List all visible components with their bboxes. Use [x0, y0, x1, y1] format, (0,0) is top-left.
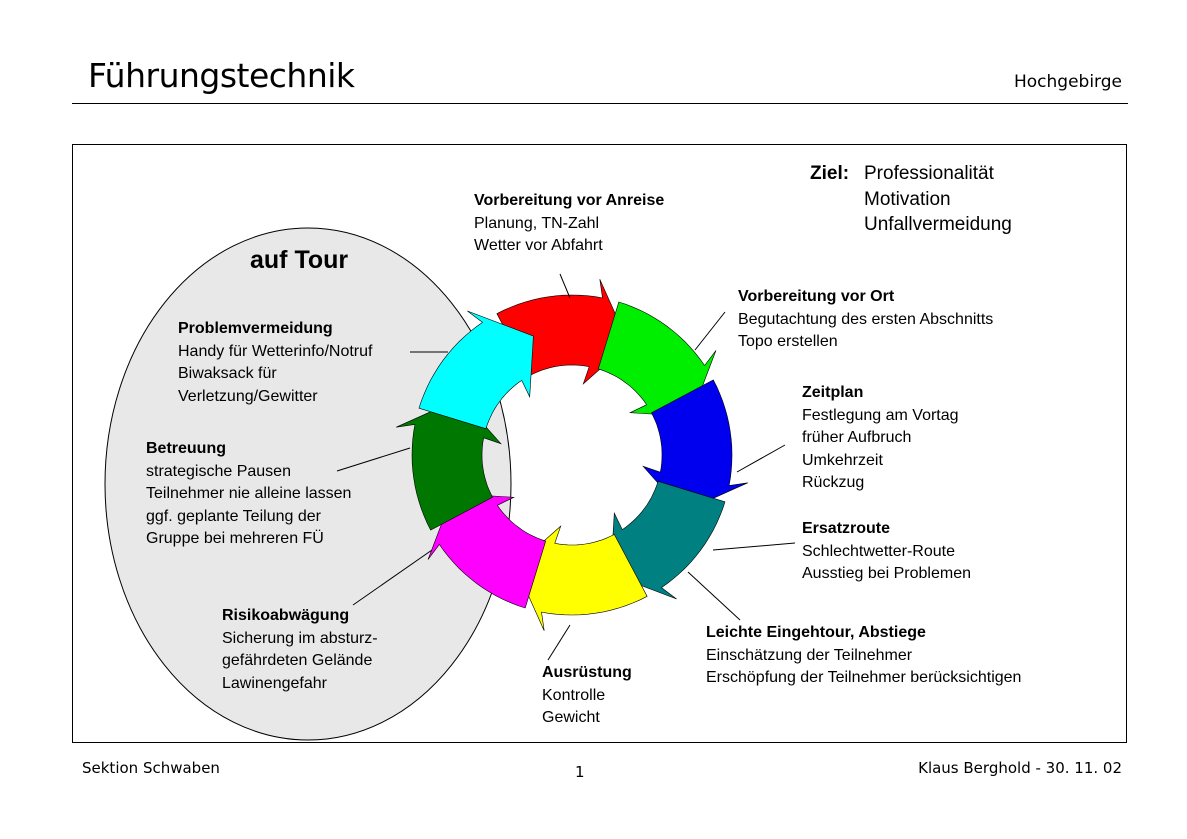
- block-line: Wetter vor Abfahrt: [474, 237, 603, 254]
- block-vorbereitung-anreise: Vorbereitung vor Anreise Planung, TN-Zah…: [474, 190, 664, 258]
- page-title: Führungstechnik: [88, 56, 355, 95]
- block-heading: Ausrüstung: [542, 664, 632, 681]
- block-line: Umkehrzeit: [802, 451, 883, 469]
- cycle-arrow-cyan: [418, 310, 534, 430]
- goal-item: Unfallvermeidung: [864, 214, 1012, 235]
- block-heading: Risikoabwägung: [222, 607, 350, 624]
- leader-zeitplan: [736, 444, 786, 473]
- auf-tour-ellipse: [104, 227, 512, 741]
- block-line: Handy für Wetterinfo/Notruf: [178, 342, 373, 360]
- block-line: ggf. geplante Teilung der: [146, 507, 321, 525]
- leader-lines: [336, 273, 796, 661]
- leader-betreuung: [336, 447, 411, 472]
- block-heading: Leichte Eingehtour, Abstiege: [706, 624, 926, 641]
- block-line: Einschätzung der Teilnehmer: [706, 646, 913, 664]
- leader-ausruestung: [547, 624, 571, 661]
- block-line: Gruppe bei mehreren FÜ: [146, 530, 324, 547]
- block-vorbereitung-ort: Vorbereitung vor Ort Begutachtung des er…: [738, 286, 993, 354]
- block-problemvermeidung: Problemvermeidung Handy für Wetterinfo/N…: [178, 318, 372, 408]
- footer-left: Sektion Schwaben: [82, 759, 220, 777]
- block-heading: Ersatzroute: [802, 520, 891, 537]
- block-zeitplan: Zeitplan Festlegung am Vortag früher Auf…: [802, 382, 959, 495]
- block-ausruestung: Ausrüstung Kontrolle Gewicht: [542, 662, 632, 730]
- block-line: Verletzung/Gewitter: [178, 387, 318, 405]
- footer-right: Klaus Berghold - 30. 11. 02: [918, 759, 1122, 777]
- block-heading: Zeitplan: [802, 384, 864, 401]
- leader-ersatzroute: [712, 542, 796, 551]
- diagram-frame: [72, 144, 1127, 743]
- block-line: Ausstieg bei Problemen: [802, 565, 971, 582]
- block-heading: Betreuung: [146, 440, 226, 457]
- block-ersatzroute: Ersatzroute Schlechtwetter-Route Ausstie…: [802, 518, 971, 586]
- block-line: Kontrolle: [542, 686, 606, 704]
- block-heading: Problemvermeidung: [178, 320, 333, 337]
- block-risikoabwaegung: Risikoabwägung Sicherung im absturz- gef…: [222, 605, 378, 695]
- block-line: früher Aufbruch: [802, 429, 912, 446]
- cycle-arrows: [396, 279, 748, 631]
- goal-block: Ziel: Professionalität Motivation Unfallv…: [810, 161, 1012, 238]
- block-line: Begutachtung des ersten Abschnitts: [738, 310, 994, 328]
- leader-leichte-eingehtour: [687, 571, 741, 621]
- block-line: Lawinengefahr: [222, 674, 327, 692]
- block-line: Biwaksack für: [178, 365, 277, 382]
- block-line: Erschöpfung der Teilnehmer berücksichtig…: [706, 669, 1022, 686]
- leader-vorbereitung-ort: [694, 311, 726, 351]
- block-leichte-eingehtour: Leichte Eingehtour, Abstiege Einschätzun…: [706, 622, 1021, 690]
- leader-vorbereitung-anreise: [559, 273, 571, 299]
- block-line: Gewicht: [542, 709, 600, 726]
- goal-label: Ziel:: [810, 163, 850, 184]
- block-line: gefährdeten Gelände: [222, 652, 373, 669]
- block-line: Planung, TN-Zahl: [474, 214, 600, 232]
- block-line: Sicherung im absturz-: [222, 629, 378, 647]
- goal-item: Motivation: [864, 188, 951, 210]
- goal-item: Professionalität: [864, 163, 994, 184]
- header-rule: [72, 103, 1128, 104]
- block-heading: Vorbereitung vor Anreise: [474, 192, 665, 209]
- leader-risikoabwaegung: [352, 549, 433, 606]
- block-line: strategische Pausen: [146, 462, 291, 480]
- block-line: Festlegung am Vortag: [802, 406, 959, 424]
- auf-tour-label: auf Tour: [250, 246, 349, 274]
- block-line: Topo erstellen: [738, 333, 838, 350]
- block-line: Teilnehmer nie alleine lassen: [146, 485, 352, 502]
- page-subject: Hochgebirge: [1013, 72, 1122, 92]
- block-line: Rückzug: [802, 474, 865, 491]
- block-betreuung: Betreuung strategische Pausen Teilnehmer…: [146, 438, 351, 551]
- block-line: Schlechtwetter-Route: [802, 542, 955, 560]
- page-number: 1: [575, 763, 585, 781]
- block-heading: Vorbereitung vor Ort: [738, 288, 895, 305]
